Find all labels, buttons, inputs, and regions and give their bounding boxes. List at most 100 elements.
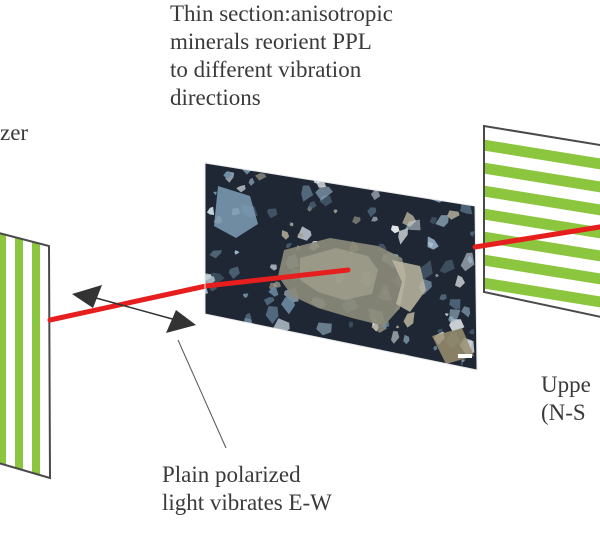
mineral-grain: [268, 287, 279, 297]
mineral-grain: [252, 332, 258, 341]
polarizer-stripe: [484, 185, 600, 217]
mineral-grain: [445, 313, 449, 317]
mineral-grain: [460, 252, 475, 272]
mineral-grain: [433, 345, 438, 351]
mineral-grain: [289, 222, 294, 227]
mineral-grain: [367, 207, 377, 218]
mineral-grain: [449, 299, 461, 310]
mineral-grain: [223, 171, 233, 179]
mineral-grain: [453, 163, 458, 169]
double-headed-arrow-icon: [72, 285, 196, 333]
polarizer-stripe: [484, 254, 600, 286]
mineral-grain: [297, 233, 304, 238]
mineral-grain: [468, 328, 475, 335]
mineral-grain: [234, 250, 240, 255]
mineral-grain: [205, 350, 210, 357]
mineral-grain: [348, 173, 363, 188]
mineral-grain: [439, 294, 447, 301]
mineral-grain: [283, 359, 300, 370]
mineral-grain: [448, 316, 454, 323]
mineral-grain: [455, 275, 465, 288]
mineral-grain: [417, 360, 432, 370]
mineral-grain: [267, 208, 278, 219]
mineral-grain: [403, 165, 411, 172]
mineral-grain: [405, 219, 421, 231]
mineral-grain: [460, 362, 463, 366]
mineral-grain: [352, 216, 361, 225]
mineral-grain: [398, 228, 408, 245]
mineral-grain: [209, 250, 222, 259]
mineral-grain: [301, 185, 314, 202]
mineral-grain: [205, 365, 211, 370]
thin-section-label-line3: to different vibration: [170, 57, 362, 82]
mineral-grain: [281, 297, 296, 315]
ppl-caption-line2: light vibrates E-W: [162, 490, 332, 515]
mineral-grain: [255, 173, 267, 181]
upper-polarizer-label: Uppe (N-S: [541, 371, 591, 427]
mineral-grain: [331, 168, 341, 179]
mineral-grain: [269, 264, 277, 271]
thin-section-image: [203, 162, 478, 371]
mineral-grain: [403, 334, 410, 345]
mineral-grain: [435, 273, 439, 278]
mineral-grain: [400, 364, 406, 370]
mineral-grain: [343, 356, 360, 370]
mineral-grain: [461, 359, 465, 364]
thin-section-label-line1: Thin section:anisotropic: [170, 1, 393, 26]
mineral-grain: [245, 332, 255, 346]
mineral-grain: [263, 297, 275, 306]
lower-polarizer: [0, 232, 52, 480]
mineral-grain: [285, 242, 292, 249]
mineral-grain: [461, 306, 471, 318]
polarizer-stripe: [484, 139, 600, 171]
mineral-grain: [297, 226, 312, 241]
lower-polarizer-label: zer: [0, 119, 28, 147]
mineral-grain: [272, 281, 281, 288]
mineral-grain: [439, 259, 455, 274]
ppl-caption-line1: Plain polarized: [162, 462, 301, 487]
mineral-grain: [403, 312, 415, 328]
mineral-grain: [316, 322, 332, 336]
mineral-grain: [227, 328, 241, 341]
mineral-grain: [389, 359, 405, 370]
mineral-grain: [281, 230, 290, 240]
mineral-grain: [348, 321, 354, 328]
mineral-grain: [315, 185, 333, 201]
thin-section-label: Thin section:anisotropic minerals reorie…: [170, 0, 393, 112]
mineral-grain: [264, 337, 281, 355]
mineral-grain: [213, 191, 217, 196]
polarizer-stripe: [484, 162, 600, 194]
mineral-grain: [404, 174, 409, 178]
mineral-grain: [469, 231, 475, 237]
upper-polarizer-label-line1: Uppe: [541, 372, 591, 397]
leader-line: [177, 339, 227, 449]
mineral-grain: [333, 209, 338, 214]
mineral-grain: [436, 189, 446, 200]
mineral-grain: [370, 189, 381, 201]
mineral-grain: [206, 206, 215, 215]
mineral-grain: [236, 185, 246, 193]
upper-polarizer: [483, 124, 600, 318]
thin-section-label-line4: directions: [170, 85, 261, 110]
lower-polarizer-label-text: zer: [0, 120, 29, 145]
mineral-grain: [376, 353, 380, 356]
mineral-grain: [428, 241, 434, 248]
mineral-grain: [390, 225, 400, 234]
light-beam-through-section: [203, 267, 351, 289]
mineral-grain: [449, 189, 457, 198]
mineral-grain: [396, 325, 400, 329]
mineral-grain: [248, 177, 255, 186]
mineral-grain: [417, 182, 431, 196]
mineral-grain: [212, 325, 226, 342]
mineral-grain: [430, 165, 442, 179]
mineral-grain: [243, 293, 249, 298]
mineral-grain: [335, 352, 347, 368]
mineral-grain: [467, 255, 473, 264]
mineral-grain: [205, 274, 216, 287]
light-beam-lower: [47, 283, 209, 323]
light-beam-upper: [472, 224, 600, 250]
mineral-grain: [458, 173, 464, 180]
mineral-grain: [447, 210, 460, 220]
mineral-grain: [265, 306, 279, 324]
